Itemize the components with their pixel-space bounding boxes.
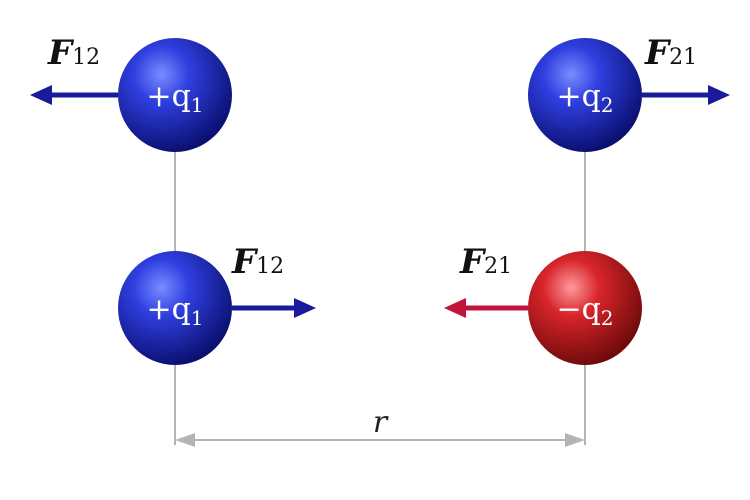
distance-label: r [373,405,389,440]
force-arrow-top-left [30,85,118,105]
charge-bottom-right-label: −q2 [556,292,613,330]
force-arrow-bottom-right [444,298,528,318]
charge-bottom-left: +q1 [118,251,232,365]
charge-top-right-label: +q2 [556,79,613,117]
charge-bottom-left-label: +q1 [146,292,203,330]
charge-bottom-right: −q2 [528,251,642,365]
force-label-bottom-left: F12 [231,242,284,282]
force-label-bottom-right: F21 [459,242,512,282]
charge-top-left: +q1 [118,38,232,152]
charge-top-right: +q2 [528,38,642,152]
distance-arrow-left [175,433,195,447]
charge-top-left-label: +q1 [146,79,203,117]
force-arrow-top-right [642,85,730,105]
distance-arrow-right [565,433,585,447]
force-label-top-left: F12 [47,33,100,73]
force-arrow-bottom-left [232,298,316,318]
distance-dimension: r [175,405,585,447]
force-label-top-right: F21 [644,33,697,73]
